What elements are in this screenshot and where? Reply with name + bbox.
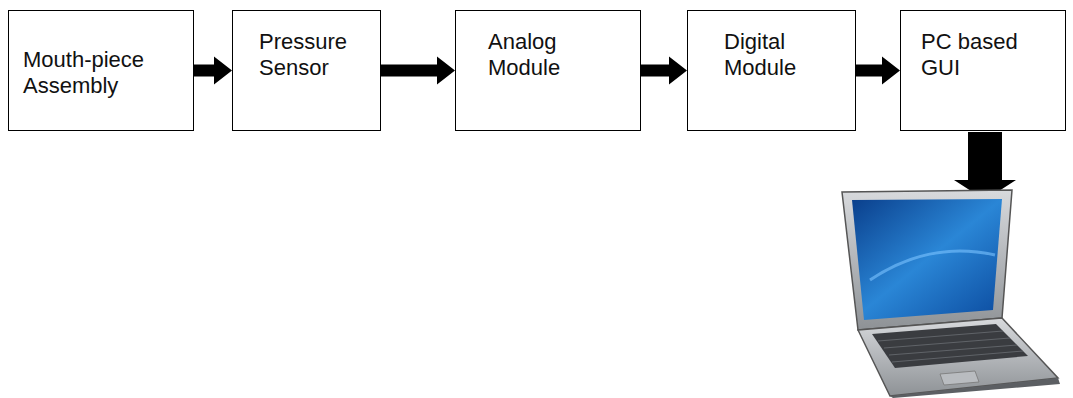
laptop-screen bbox=[852, 199, 1002, 320]
block-arrow bbox=[194, 57, 232, 85]
laptop-keyboard bbox=[872, 324, 1028, 368]
block-arrow bbox=[381, 57, 455, 85]
process-box: Mouth-piece Assembly bbox=[8, 10, 194, 131]
block-arrow bbox=[856, 57, 900, 85]
box-label: PC based GUI bbox=[921, 29, 1057, 81]
laptop-lid bbox=[842, 190, 1012, 330]
process-box: Analog Module bbox=[455, 10, 641, 131]
process-box: Pressure Sensor bbox=[232, 10, 381, 131]
box-label: Mouth-piece Assembly bbox=[23, 47, 185, 99]
process-box: PC based GUI bbox=[900, 10, 1066, 131]
process-box: Digital Module bbox=[687, 10, 856, 131]
box-label: Pressure Sensor bbox=[259, 29, 372, 81]
box-label: Analog Module bbox=[488, 29, 632, 81]
block-arrow bbox=[641, 57, 687, 85]
box-label: Digital Module bbox=[724, 29, 847, 81]
